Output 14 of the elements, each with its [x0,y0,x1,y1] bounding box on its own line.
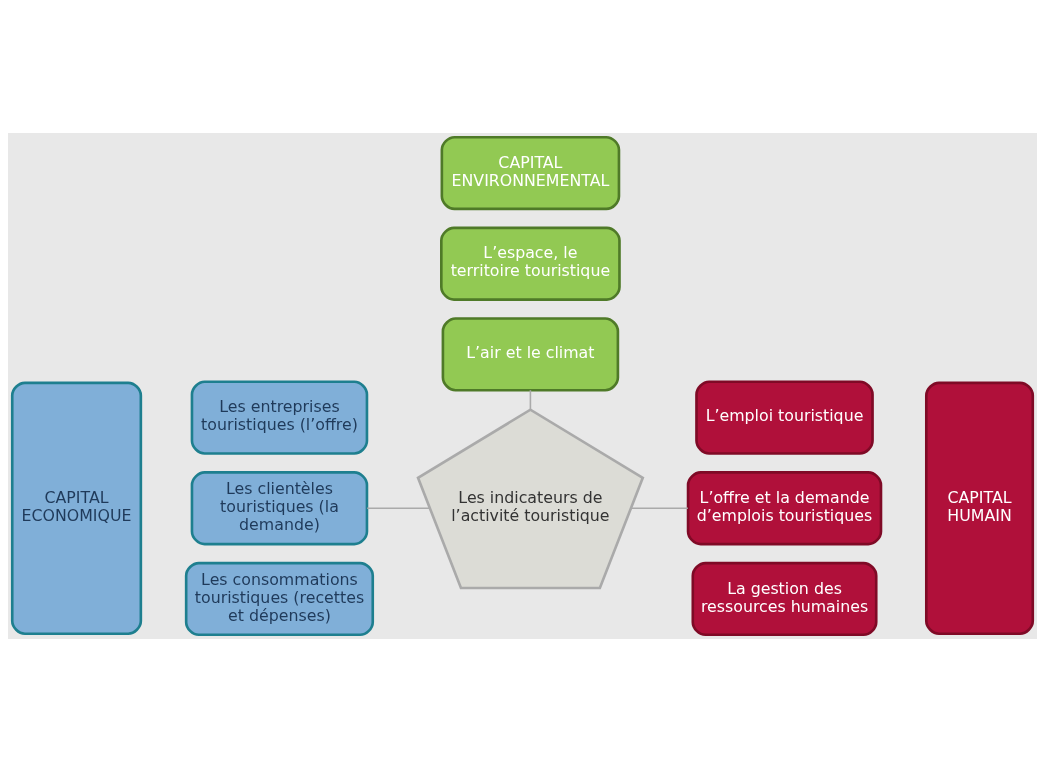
node-box: CAPITAL ECONOMIQUE [10,381,143,636]
connector [529,389,532,411]
node-box: Les entreprises touristiques (l’offre) [190,380,369,455]
connector [630,507,689,510]
node-box: L’espace, le territoire touristique [440,226,621,301]
node-box: L’emploi touristique [695,380,874,455]
connector [366,507,431,510]
node-box: CAPITAL ENVIRONNEMENTAL [440,135,621,211]
node-box: Les clientèles touristiques (la demande) [190,471,369,546]
node-box: Les consommations touristiques (recettes et dépenses) [184,561,375,637]
node-box: L’offre et la demande d’emplois touristiques [686,471,883,546]
node-box: La gestion des ressources humaines [691,561,878,637]
node-box: L’air et le climat [441,317,620,392]
node-box: CAPITAL HUMAIN [924,381,1035,636]
